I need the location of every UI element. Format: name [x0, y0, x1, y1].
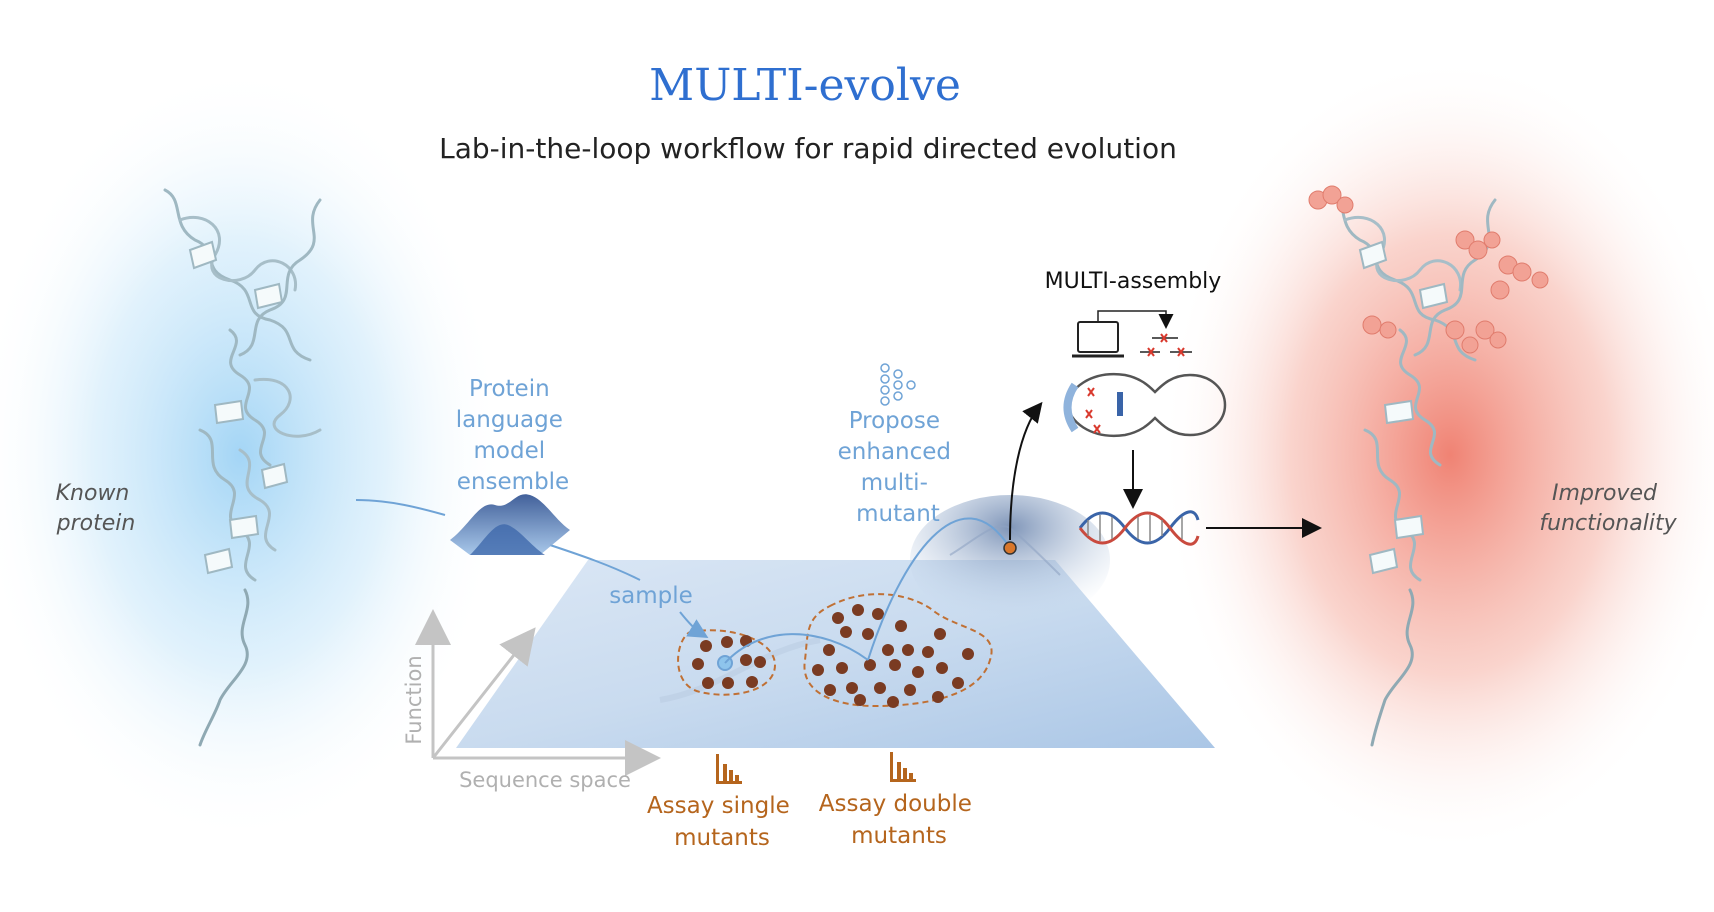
protein-structure-mutated-icon: [1308, 185, 1549, 747]
peak-marker: [1003, 541, 1017, 555]
assay-single-bar-chart-icon: [716, 754, 742, 784]
multi-assembly-label: MULTI-assembly: [1045, 269, 1222, 294]
fitness-landscape: [456, 495, 1215, 748]
sample-label: sample: [609, 583, 693, 609]
protein-structure-icon: [163, 188, 322, 747]
known-protein-label: Known protein: [56, 481, 137, 536]
assay-double-bar-chart-icon: [890, 752, 916, 782]
page-subtitle: Lab-in-the-loop workflow for rapid direc…: [439, 132, 1177, 165]
sequence-axis-label: Sequence space: [459, 768, 631, 792]
plasmid-icon: [1063, 372, 1227, 438]
assay-double-label: Assay double mutants: [819, 791, 979, 849]
left-glow: [0, 65, 505, 845]
depth-axis: [431, 627, 536, 759]
laptop-to-fragments-arrow: [1097, 310, 1174, 329]
double-to-peak-path: [867, 517, 1011, 661]
plm-ensemble-label: Protein language model ensemble: [456, 376, 570, 495]
dna-helix-icon: [1078, 510, 1200, 546]
single-to-double-path: [724, 633, 869, 664]
propose-label: Propose enhanced multi- mutant: [838, 408, 959, 527]
assay-single-label: Assay single mutants: [647, 793, 797, 851]
right-glow: [1160, 55, 1714, 855]
plm-to-landscape-connector: [549, 544, 641, 581]
function-axis-label: Function: [402, 655, 426, 744]
laptop-icon: [1072, 321, 1124, 358]
improved-functionality-label: Improved functionality: [1539, 481, 1677, 536]
protein-to-plm-connector: [355, 499, 446, 516]
landscape-peaks-icon: [450, 494, 570, 555]
neural-network-icon: [880, 363, 916, 406]
dna-fragments-icon: [1140, 333, 1192, 357]
peak-to-assembly-arrow: [1009, 401, 1043, 541]
sample-arrow: [679, 611, 709, 639]
page-title: MULTI-evolve: [649, 60, 961, 111]
double-mutant-cluster: [803, 593, 993, 708]
